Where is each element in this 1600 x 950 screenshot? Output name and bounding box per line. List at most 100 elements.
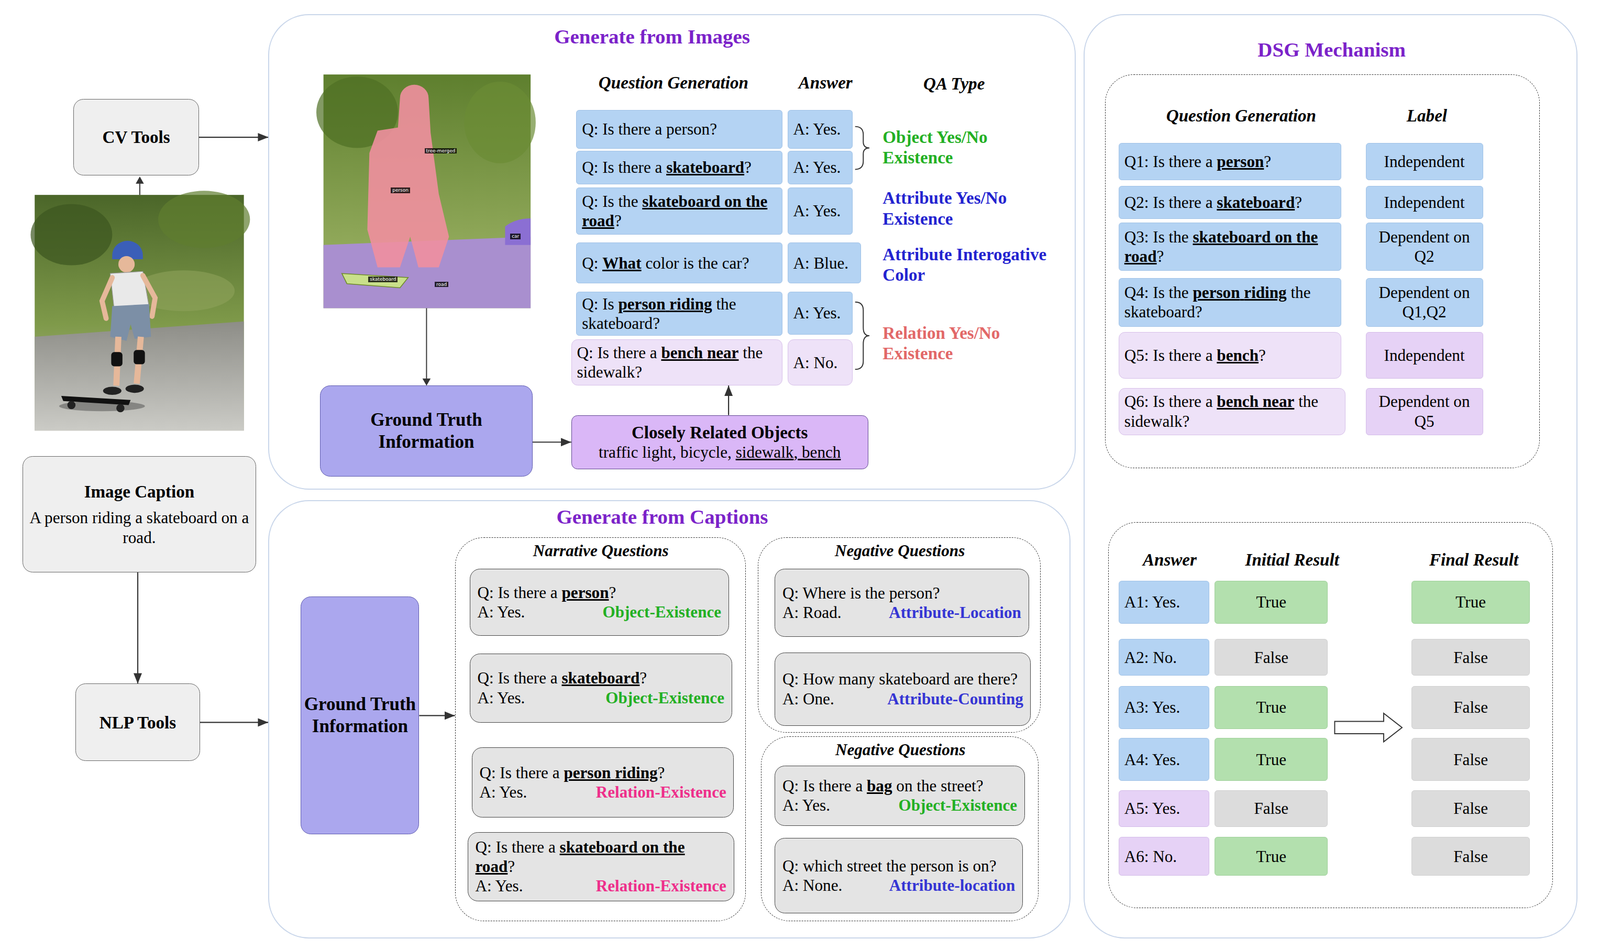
emphasis: near [1262,392,1295,411]
answer-box: A3: Yes. [1118,686,1210,730]
node-text: Independent [1384,192,1465,213]
node-text: Q: Is there a skateboard on the road? [475,837,727,877]
answer-box: A4: Yes. [1118,737,1210,781]
segment-tag: person [390,187,411,194]
result-box: False [1411,638,1530,676]
node-text: A: Yes. [793,201,842,221]
node-text: A: No. [793,352,838,373]
label-box: Dependent on Q5 [1365,388,1484,436]
node-text: Q3: Is the skateboard on the road? [1124,227,1336,267]
label-text: Question Generation [586,72,760,94]
label-text: Answer [789,72,862,94]
result-box: False [1214,790,1328,827]
qa-row: A: None.Attribute-location [782,875,1015,896]
node-text: False [1453,846,1488,867]
node-text: Dependent on Q5 [1370,391,1478,432]
node-text: A: Yes. [793,303,842,323]
node-text: Closely Related Objects [631,422,809,444]
qa-row: A: Yes.Object-Existence [477,602,722,622]
node-text: Attribute-Location [888,602,1022,623]
node-text: True [1255,749,1287,770]
node-text: Negative Questions [761,740,1040,760]
segment-tag: tree-merged [424,148,458,154]
emphasis [610,763,615,782]
emphasis [658,837,664,857]
node-text: True [1255,846,1287,867]
node-text: Q: What color is the car? [581,253,749,273]
node-text: Narrative Questions [455,541,747,561]
result-box: False [1214,638,1328,676]
node-text: Q: which street the person is on? [782,856,1015,876]
ground-truth-box: Ground Truth Information [320,385,533,477]
node-text: A person riding a skateboard on a road. [27,508,252,548]
node-text: Ground Truth Information [349,409,504,454]
node-text: Attribute-Counting [887,689,1024,709]
question-box: Q: Is the skateboard on the road? [576,187,783,235]
node-text: False [1453,798,1488,819]
node-text: False [1453,697,1488,717]
node-text: Question Generation [1135,105,1346,127]
question-box: Q: Is there a person? [576,109,783,149]
label-box: Dependent on Q2 [1365,222,1484,271]
node-text: Q4: Is the person riding the skateboard? [1124,282,1336,323]
emphasis [797,443,802,462]
node-text: A: Blue. [793,253,849,273]
node-text: Object-Existence [602,602,722,622]
emphasis: riding [669,294,712,314]
node-text: False [1453,749,1488,770]
emphasis: bench [1216,346,1259,365]
node-text: Q6: Is there a bench near the sidewalk? [1124,391,1340,432]
emphasis: road [1124,247,1157,266]
answer-box: A: Blue. [787,242,862,284]
node-text: A: Yes. [793,157,842,178]
emphasis: the [1296,227,1319,247]
node-text: True [1255,592,1287,612]
emphasis: person [1216,152,1264,171]
related-objects-box: Closely Related Objectstraffic light, bi… [571,415,869,470]
question-box: Q3: Is the skateboard on the road? [1118,222,1342,271]
dashed-group: Question Generation LabelQ1: Is there a p… [1105,74,1540,469]
qa-card: Q: How many skateboard are there?A: One.… [774,652,1031,726]
answer-box: A5: Yes. [1118,790,1210,827]
dashed-group: Narrative QuestionsQ: Is there a person?… [455,537,746,922]
answer-box: A6: No. [1118,836,1210,876]
node-text: A: Yes. [477,688,526,708]
question-box: Q5: Is there a bench? [1118,332,1342,380]
node-text: A1: Yes. [1124,592,1181,612]
node-text: A4: Yes. [1124,749,1181,770]
emphasis: road [581,211,615,230]
result-box: True [1214,686,1328,730]
node-text: False [1253,798,1289,819]
node-text: Dependent on Q1,Q2 [1370,282,1478,323]
node-text: Label [1367,105,1486,127]
node-text: A6: No. [1124,846,1177,867]
label-box: Independent [1365,185,1484,219]
qa-card: Q: which street the person is on?A: None… [774,837,1023,914]
emphasis: the [663,837,686,857]
emphasis: skateboard [666,158,745,177]
node-text: A: Yes. [475,876,524,896]
tool-box: CV Tools [73,98,200,176]
emphasis: on [1274,227,1293,247]
segmented-photo [316,74,536,308]
node-text: NLP Tools [99,712,176,734]
node-text: A: Yes. [479,782,527,802]
result-box: False [1411,686,1530,730]
node-text: Q1: Is there a person? [1124,151,1272,172]
label-text: Attribute Interogative Color [882,244,1069,286]
emphasis [741,192,746,211]
label-text: Object Yes/No Existence [882,126,1015,169]
node-text: A: Yes. [782,795,831,815]
node-text: Q: Where is the person? [782,583,1022,603]
emphasis: skateboard [561,668,640,688]
qa-card: Q: Where is the person?A: Road.Attribute… [774,568,1029,638]
connector [200,721,269,723]
segment-tag: car [510,233,521,240]
qa-row: A: Yes.Object-Existence [782,795,1018,815]
connector [532,441,572,443]
emphasis: skateboard [642,192,721,211]
question-box: Q: Is there a bench near the sidewalk? [571,339,783,386]
emphasis: bench [1216,392,1259,411]
qa-row: A: Yes.Relation-Existence [479,782,726,802]
node-text: Negative Questions [758,541,1042,561]
